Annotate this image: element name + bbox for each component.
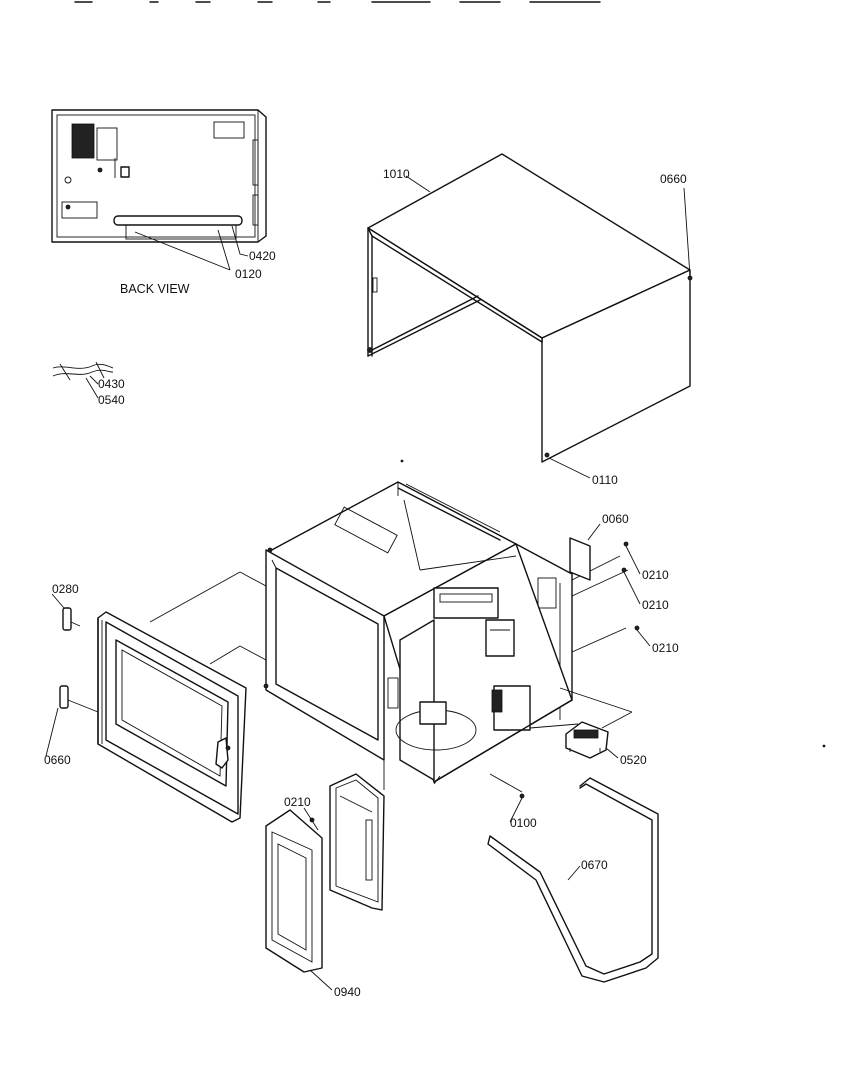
- oven-chassis: [263, 481, 573, 785]
- outer-cabinet-1010: [367, 153, 691, 463]
- door-assembly: [97, 611, 247, 823]
- transformer-0520: [565, 721, 609, 759]
- callout-0210-c: 0210: [652, 641, 679, 655]
- callout-0660-top: 0660: [660, 172, 687, 186]
- callout-1010: 1010: [383, 167, 410, 181]
- back-view-inset: [51, 109, 267, 243]
- back-view-caption: BACK VIEW: [120, 282, 190, 296]
- control-bracket: [329, 773, 385, 911]
- control-panel-0940: [265, 809, 323, 973]
- callout-0060: 0060: [602, 512, 629, 526]
- callout-0210-a: 0210: [642, 568, 669, 582]
- trim-frame-0670: [487, 777, 659, 983]
- side-bracket-0060: [569, 537, 591, 581]
- callout-0660-left: 0660: [44, 753, 71, 767]
- explode-guide-lines: [149, 555, 633, 793]
- callout-0110: 0110: [592, 473, 618, 487]
- callout-0100: 0100: [510, 816, 537, 830]
- callout-0540: 0540: [98, 393, 125, 407]
- callout-0520: 0520: [620, 753, 647, 767]
- callout-0120: 0120: [235, 267, 262, 281]
- callout-0210-b: 0210: [642, 598, 669, 612]
- callout-0940: 0940: [334, 985, 361, 999]
- callout-0280: 0280: [52, 582, 79, 596]
- callout-0670: 0670: [581, 858, 608, 872]
- callout-0430: 0430: [98, 377, 125, 391]
- vent-holes: [71, 123, 95, 159]
- hinge-0660: [59, 685, 99, 713]
- callout-0420: 0420: [249, 249, 276, 263]
- callout-0210-d: 0210: [284, 795, 311, 809]
- hinge-0280: [62, 607, 81, 631]
- wire-harness: [52, 361, 114, 399]
